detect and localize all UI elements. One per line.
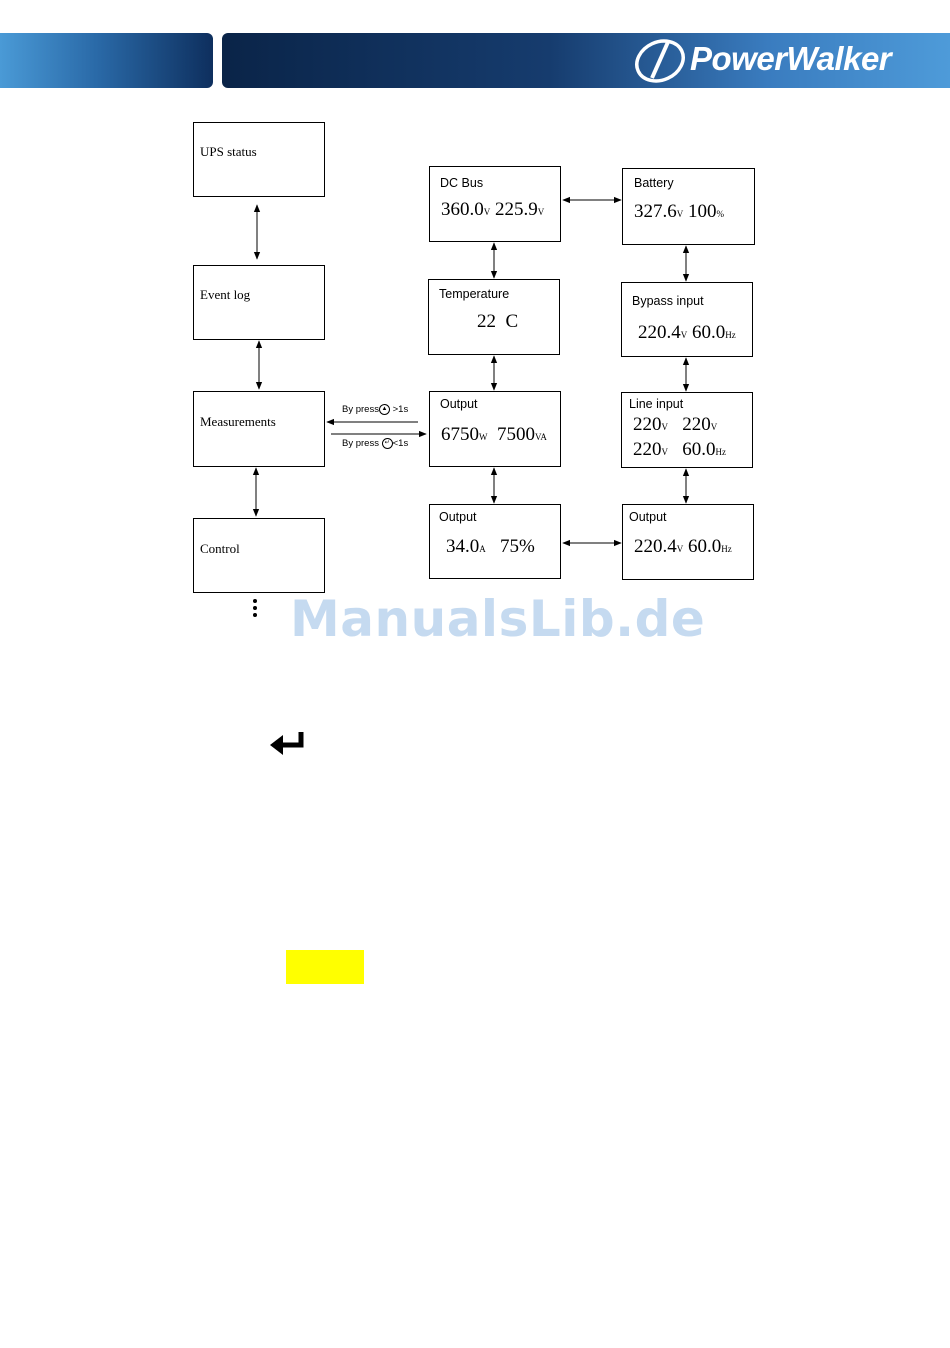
highlight-block	[286, 950, 364, 984]
screen-output-voltage-title: Output	[629, 510, 667, 524]
brand-name: PowerWalker	[690, 40, 891, 78]
screen-output-power: Output 6750W 7500VA	[429, 391, 561, 467]
screen-output-current-reading: 34.0A 75%	[446, 536, 535, 558]
screen-battery-title: Battery	[634, 176, 674, 190]
menu-event-log-label: Event log	[200, 287, 250, 303]
press-short-text: By press	[342, 438, 379, 449]
screen-line-input-row1: 220V 220V	[633, 414, 717, 436]
watermark: ManualsLib.de	[290, 590, 705, 648]
screen-temperature: Temperature 22 C	[428, 279, 560, 355]
screen-line-input-row2: 220V 60.0Hz	[633, 439, 726, 461]
screen-battery-reading: 327.6V 100%	[634, 201, 724, 223]
screen-output-power-reading: 6750W 7500VA	[441, 424, 547, 446]
screen-battery: Battery 327.6V 100%	[622, 168, 755, 245]
screen-output-voltage-reading: 220.4V 60.0Hz	[634, 536, 732, 558]
press-long-label: By press▲ >1s	[342, 404, 408, 415]
menu-event-log: Event log	[193, 265, 325, 340]
screen-temperature-title: Temperature	[439, 287, 509, 301]
menu-measurements-label: Measurements	[200, 414, 276, 430]
menu-measurements: Measurements	[193, 391, 325, 467]
enter-button-icon: ↵	[382, 438, 393, 449]
screen-line-input-title: Line input	[629, 397, 683, 411]
screen-dc-bus-title: DC Bus	[440, 176, 483, 190]
menu-control: Control	[193, 518, 325, 593]
menu-ups-status-label: UPS status	[200, 144, 257, 160]
vertical-dots-icon	[253, 599, 257, 620]
enter-icon	[268, 730, 308, 756]
screen-bypass-input: Bypass input 220.4V 60.0Hz	[621, 282, 753, 357]
screen-bypass-input-title: Bypass input	[632, 294, 704, 308]
up-button-icon: ▲	[379, 404, 390, 415]
screen-temperature-reading: 22 C	[477, 311, 518, 333]
screen-dc-bus: DC Bus 360.0V 225.9V	[429, 166, 561, 242]
press-short-duration: <1s	[393, 438, 409, 449]
press-long-duration: >1s	[393, 404, 409, 415]
header-banner-left	[0, 33, 213, 88]
screen-dc-bus-reading: 360.0V 225.9V	[441, 199, 544, 221]
press-short-label: By press ↵<1s	[342, 438, 408, 449]
screen-bypass-input-reading: 220.4V 60.0Hz	[638, 322, 736, 344]
menu-ups-status: UPS status	[193, 122, 325, 197]
screen-output-power-title: Output	[440, 397, 478, 411]
screen-output-current: Output 34.0A 75%	[429, 504, 561, 579]
screen-output-current-title: Output	[439, 510, 477, 524]
screen-line-input: Line input 220V 220V 220V 60.0Hz	[621, 392, 753, 468]
screen-output-voltage: Output 220.4V 60.0Hz	[622, 504, 754, 580]
press-long-text: By press	[342, 404, 379, 415]
menu-control-label: Control	[200, 541, 240, 557]
